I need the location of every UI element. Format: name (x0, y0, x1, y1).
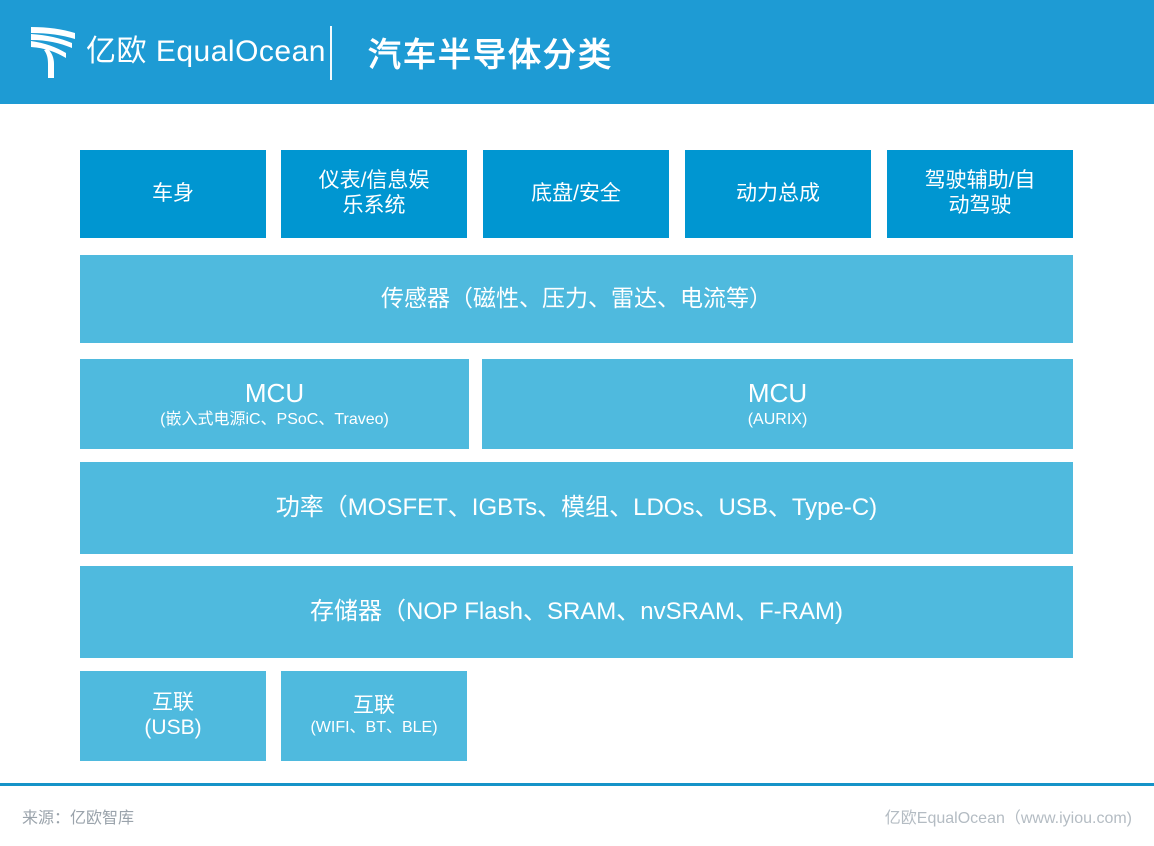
layer-box-memory-label: 存储器（NOP Flash、SRAM、nvSRAM、F-RAM) (310, 597, 843, 625)
layer-box-power-label: 功率（MOSFET、IGBTs、模组、LDOs、USB、Type-C) (275, 493, 878, 521)
page-header: 亿欧 EqualOcean 汽车半导体分类 (0, 0, 1154, 104)
layer-box-connectivity-wireless-title: 互联 (353, 694, 395, 718)
layer-box-sensors[interactable]: 传感器（磁性、压力、雷达、电流等） (80, 255, 1073, 343)
app-box-adas-autonomous-label: 驾驶辅助/自 动驾驶 (924, 169, 1036, 217)
app-box-adas-autonomous[interactable]: 驾驶辅助/自 动驾驶 (887, 150, 1073, 238)
layer-box-mcu-aurix[interactable]: MCU (AURIX) (482, 359, 1073, 449)
equalocean-tree-logo-icon (31, 27, 75, 78)
layer-box-mcu-embedded[interactable]: MCU (嵌入式电源iC、PSoC、Traveo) (80, 359, 469, 449)
layer-box-connectivity-wireless[interactable]: 互联 (WIFI、BT、BLE) (281, 671, 467, 761)
layer-box-power[interactable]: 功率（MOSFET、IGBTs、模组、LDOs、USB、Type-C) (80, 462, 1073, 554)
footer-brand-label: 亿欧EqualOcean（www.iyiou.com) (884, 810, 1132, 827)
layer-box-mcu-embedded-title: MCU (244, 378, 305, 409)
app-box-body-label: 车身 (152, 181, 194, 205)
app-box-powertrain[interactable]: 动力总成 (685, 150, 871, 238)
page-footer: 来源：亿欧智库 亿欧EqualOcean（www.iyiou.com) (0, 786, 1154, 846)
app-box-chassis-safety-label: 底盘/安全 (531, 181, 621, 205)
app-box-cluster-infotainment-label: 仪表/信息娱 乐系统 (318, 169, 430, 217)
brand-wordmark: 亿欧 EqualOcean (86, 35, 326, 68)
layer-box-mcu-embedded-detail: (嵌入式电源iC、PSoC、Traveo) (160, 410, 389, 428)
layer-box-connectivity-usb[interactable]: 互联 (USB) (80, 671, 266, 761)
footer-source-label: 来源：亿欧智库 (22, 810, 135, 827)
brand-logo[interactable]: 亿欧 EqualOcean (28, 22, 326, 82)
layer-box-mcu-aurix-detail: (AURIX) (747, 410, 808, 428)
layer-box-mcu-aurix-title: MCU (747, 378, 808, 409)
layer-box-connectivity-usb-detail: (USB) (144, 716, 202, 739)
layer-box-memory[interactable]: 存储器（NOP Flash、SRAM、nvSRAM、F-RAM) (80, 566, 1073, 658)
layer-box-sensors-label: 传感器（磁性、压力、雷达、电流等） (381, 285, 772, 312)
footer-divider (0, 783, 1154, 786)
semiconductor-stack-diagram: 车身 仪表/信息娱 乐系统 底盘/安全 动力总成 驾驶辅助/自 动驾驶 传感器（… (0, 104, 1154, 783)
layer-box-connectivity-wireless-detail: (WIFI、BT、BLE) (310, 718, 438, 736)
app-box-cluster-infotainment[interactable]: 仪表/信息娱 乐系统 (281, 150, 467, 238)
app-box-powertrain-label: 动力总成 (736, 181, 820, 205)
header-divider (330, 26, 332, 80)
page-title: 汽车半导体分类 (368, 36, 613, 73)
app-box-body[interactable]: 车身 (80, 150, 266, 238)
app-box-chassis-safety[interactable]: 底盘/安全 (483, 150, 669, 238)
layer-box-connectivity-usb-title: 互联 (152, 691, 194, 715)
